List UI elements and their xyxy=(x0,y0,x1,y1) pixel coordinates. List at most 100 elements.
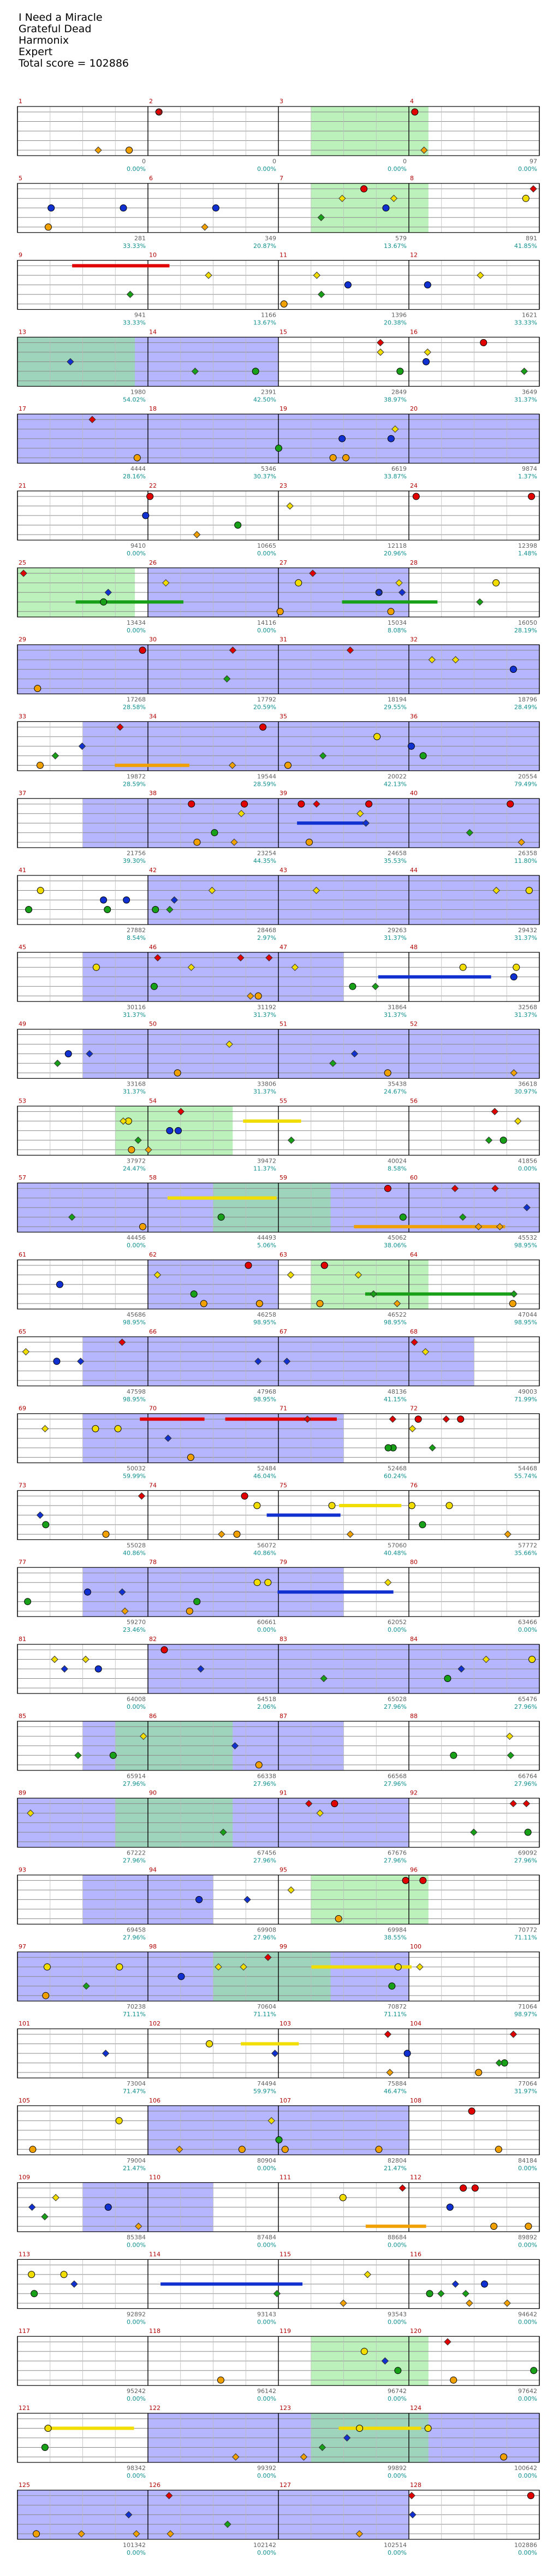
measure-number: 39 xyxy=(280,790,287,797)
note-gem xyxy=(116,723,124,731)
measure-percent: 71.47% xyxy=(123,2088,146,2095)
sustain-bar xyxy=(266,1513,341,1517)
measure-number: 89 xyxy=(19,1790,26,1797)
note-gem xyxy=(304,1415,311,1423)
staff-system: 695003259.99%705248446.04%715246860.24%7… xyxy=(17,1405,540,1480)
measure-score: 10665 xyxy=(257,542,276,549)
measure-score: 88684 xyxy=(388,2234,407,2241)
measure-percent: 42.50% xyxy=(253,396,276,403)
measure-number: 29 xyxy=(19,636,26,643)
measure-score: 64518 xyxy=(257,1696,276,1703)
measure-score: 57772 xyxy=(518,1542,537,1549)
measure-number: 99 xyxy=(280,1943,287,1950)
note-gem xyxy=(191,368,199,375)
measure-score: 99392 xyxy=(257,2465,276,2472)
measure-percent: 31.37% xyxy=(514,396,537,403)
note-gem xyxy=(470,1828,478,1836)
note-gem xyxy=(391,425,399,433)
note-gem xyxy=(416,1963,424,1971)
note-gem xyxy=(514,1117,522,1125)
measure-percent: 31.37% xyxy=(384,1011,407,1018)
note-gem xyxy=(211,829,218,837)
measure-score: 77064 xyxy=(518,2080,537,2087)
measure-score: 67222 xyxy=(127,1850,146,1857)
measure-percent: 0.00% xyxy=(388,2472,407,2479)
note-gem xyxy=(31,2290,38,2297)
measure-number: 1 xyxy=(19,98,22,105)
note-gem xyxy=(496,1223,504,1230)
note-gem xyxy=(166,1127,174,1134)
staff-system: 25134340.00%26141160.00%27150348.08%2816… xyxy=(17,559,540,634)
note-gem xyxy=(317,214,325,222)
note-gem xyxy=(291,963,299,972)
measure-percent: 71.11% xyxy=(514,1934,537,1941)
note-gem xyxy=(490,2223,498,2230)
note-gem xyxy=(523,1204,531,1211)
staff-border xyxy=(17,2105,540,2155)
measure-percent: 27.96% xyxy=(253,1934,276,1941)
measure-score: 36618 xyxy=(518,1081,537,1088)
measure-number: 47 xyxy=(280,944,287,951)
note-gem xyxy=(237,809,245,818)
note-gem xyxy=(459,963,467,971)
note-gem xyxy=(41,2213,49,2220)
measure-score: 46258 xyxy=(257,1311,276,1318)
note-gem xyxy=(135,2222,142,2230)
measure-score: 49003 xyxy=(518,1388,537,1395)
measure-number: 107 xyxy=(280,2097,291,2104)
note-gem xyxy=(365,800,373,808)
measure-score: 89892 xyxy=(518,2234,537,2241)
note-gem xyxy=(420,146,428,154)
note-gem xyxy=(495,2059,503,2067)
measure-number: 70 xyxy=(149,1405,157,1412)
note-gem xyxy=(530,185,537,193)
measure-score: 29432 xyxy=(518,927,537,934)
note-gem xyxy=(338,194,346,203)
note-gem xyxy=(123,896,130,904)
measure-percent: 0.00% xyxy=(127,627,146,634)
note-gem xyxy=(100,598,108,606)
note-gem xyxy=(393,1300,401,1307)
measure-number: 51 xyxy=(280,1021,287,1028)
note-gem xyxy=(375,589,383,596)
note-gem xyxy=(53,1059,62,1067)
measure-score: 66764 xyxy=(518,1773,537,1780)
measure-score: 30116 xyxy=(127,1004,146,1011)
measure-score: 98342 xyxy=(127,2465,146,2472)
measure-number: 14 xyxy=(149,328,157,335)
note-gem xyxy=(224,2520,231,2528)
note-gem xyxy=(145,1146,152,1154)
note-gem xyxy=(174,1069,181,1077)
measure-number: 54 xyxy=(149,1097,157,1104)
measure-percent: 0.00% xyxy=(518,2549,537,2556)
measure-percent: 11.37% xyxy=(253,1165,276,1172)
measure-percent: 33.33% xyxy=(123,242,146,250)
staff-system: 57444560.00%58444935.06%594506238.06%604… xyxy=(17,1174,540,1249)
measure-number: 42 xyxy=(149,867,157,874)
measure-percent: 98.95% xyxy=(123,1396,146,1403)
note-gem xyxy=(295,579,302,587)
measure-number: 88 xyxy=(410,1713,418,1720)
note-gem xyxy=(426,2290,433,2297)
staff-border xyxy=(17,798,540,848)
note-gem xyxy=(510,1069,518,1077)
note-gem xyxy=(92,963,100,971)
measure-score: 37972 xyxy=(127,1157,146,1164)
note-gem xyxy=(241,800,248,808)
measure-percent: 38.55% xyxy=(384,1934,407,1941)
note-gem xyxy=(429,1444,436,1452)
measure-percent: 98.95% xyxy=(384,1319,407,1326)
measure-score: 52484 xyxy=(257,1465,276,1472)
note-gem xyxy=(343,2434,351,2442)
note-gem xyxy=(316,1300,324,1307)
measure-score: 33168 xyxy=(127,1081,146,1088)
measure-number: 66 xyxy=(149,1328,157,1335)
measure-number: 95 xyxy=(280,1866,287,1873)
measure-percent: 0.00% xyxy=(257,1626,276,1633)
measure-number: 3 xyxy=(280,98,283,105)
note-gem xyxy=(142,512,150,519)
measure-percent: 0.00% xyxy=(257,2549,276,2556)
note-gem xyxy=(377,348,384,356)
note-gem xyxy=(177,1108,185,1116)
measure-score: 44456 xyxy=(127,1234,146,1241)
